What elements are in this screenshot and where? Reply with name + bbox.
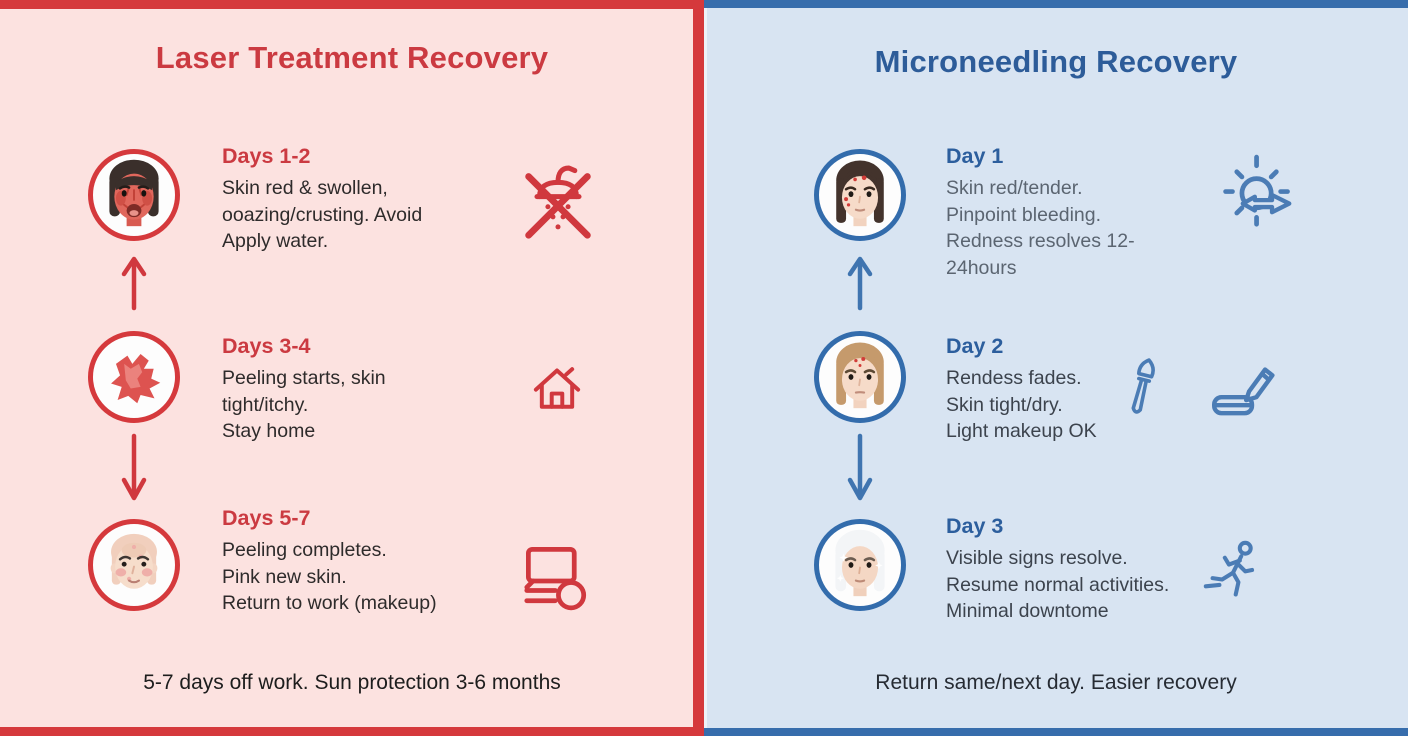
arrow-up-icon [120,252,148,312]
arrow-down-icon [120,428,148,506]
healed-pink-face-icon [88,519,180,611]
laser-panel-title: Laser Treatment Recovery [155,40,549,75]
pinpoint-red-dots-face-icon [814,149,906,241]
stage-label: Day 2 [946,334,1004,358]
no-shower-icon [515,158,601,242]
arrow-up-icon [846,252,874,312]
laser-stage-2: Days 3-4 Peeling starts, skin tight/itch… [222,334,532,445]
micro-stage-1: Day 1 Skin red/tender. Pinpoint bleeding… [946,144,1256,281]
microneedling-recovery-panel: Microneedling Recovery Day 1 Skin red/te… [704,0,1408,736]
arrow-down-icon [846,428,874,506]
stage-label: Days 5-7 [222,506,311,530]
stage-label: Day 1 [946,144,1004,168]
microneedling-footer-note: Return same/next day. Easier recovery [875,671,1237,694]
laser-stage-3: Days 5-7 Peeling completes. Pink new ski… [222,506,532,617]
left-panel-top-border [0,0,704,9]
laser-footer-note: 5-7 days off work. Sun protection 3-6 mo… [143,671,561,694]
stage-label: Day 3 [946,514,1004,538]
stage-label: Days 3-4 [222,334,311,358]
micro-stage-2: Day 2 Rendess fades. Skin tight/dry. Lig… [946,334,1256,445]
microneedling-panel-title: Microneedling Recovery [874,44,1238,79]
home-icon [524,352,590,418]
fading-redness-face-icon [814,331,906,423]
work-screen-icon [517,543,603,611]
laser-stage-1: Days 1-2 Skin red & swollen, ooazing/cru… [222,144,532,255]
makeup-brush-icon [1112,352,1172,424]
sun-arrow-icon [1216,152,1304,238]
panel-gap [704,0,707,736]
micro-stage-3: Day 3 Visible signs resolve. Resume norm… [946,514,1256,625]
right-panel-bottom-border [704,728,1408,736]
left-panel-bottom-border [0,727,704,736]
right-panel-top-border [704,0,1408,8]
running-person-icon [1199,535,1267,605]
laser-recovery-panel: Laser Treatment Recovery Days 1-2 Skin r… [0,0,704,736]
center-divider [693,0,704,736]
peeling-skin-icon [88,331,180,423]
stage-label: Days 1-2 [222,144,311,168]
glowing-face-icon [814,519,906,611]
eyeliner-case-icon [1204,352,1284,422]
red-swollen-face-icon [88,149,180,241]
